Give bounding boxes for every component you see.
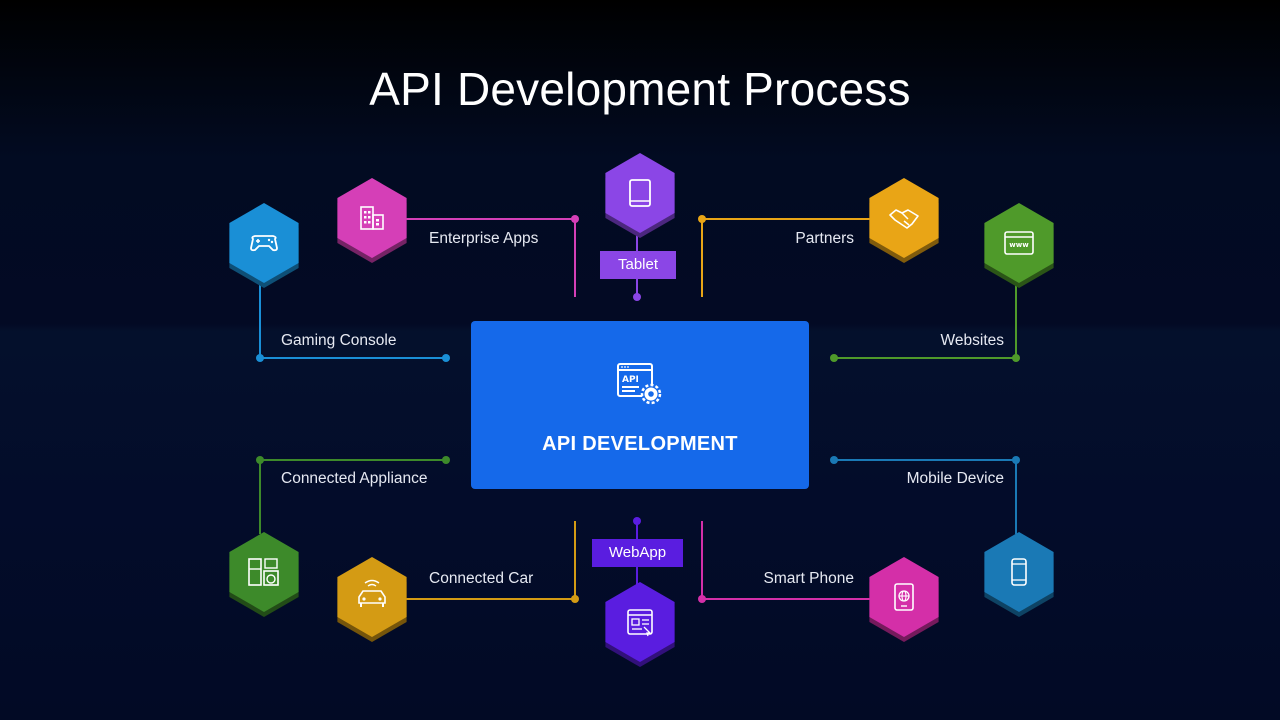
hex-node-smartphone: [869, 557, 939, 642]
handshake-icon: [889, 209, 919, 229]
hex-node-gaming: [229, 203, 299, 288]
label-partners: Partners: [795, 230, 854, 247]
connector-dot: [256, 456, 264, 464]
page-title: API Development Process: [369, 63, 911, 115]
connector-dot: [442, 456, 450, 464]
label-connected-appliance: Connected Appliance: [281, 470, 428, 487]
hex-node-websites: www: [984, 203, 1054, 288]
connectors: [256, 215, 1020, 603]
hex-shape: [605, 582, 675, 662]
browser-www-icon: www: [1004, 231, 1034, 255]
center-label: API DEVELOPMENT: [542, 433, 738, 455]
hex-shape: [984, 203, 1054, 283]
svg-text:API: API: [622, 375, 639, 385]
connector-dot: [571, 215, 579, 223]
hexagon-nodes: www: [229, 153, 1054, 667]
hex-node-partners: [869, 178, 939, 263]
hex-shape: [869, 557, 939, 637]
label-gaming-console: Gaming Console: [281, 332, 397, 349]
connector-dot: [633, 293, 641, 301]
connector-dot: [442, 354, 450, 362]
hex-node-webapp: [605, 582, 675, 667]
phone-globe-icon: [894, 583, 914, 611]
label-enterprise-apps: Enterprise Apps: [429, 230, 539, 247]
hex-shape: [229, 203, 299, 283]
tag-webapp: WebApp: [592, 539, 683, 567]
webapp-icon: [627, 609, 653, 637]
label-smart-phone: Smart Phone: [763, 570, 854, 587]
tablet-icon: [629, 179, 651, 207]
appliance-icon: [248, 558, 279, 586]
hex-node-mobile: [984, 532, 1054, 617]
connector-dot: [1012, 456, 1020, 464]
connector-dot: [830, 354, 838, 362]
connector-dot: [256, 354, 264, 362]
label-websites: Websites: [940, 332, 1004, 349]
connector-dot: [571, 595, 579, 603]
svg-text:www: www: [1009, 241, 1029, 249]
connector-dot: [830, 456, 838, 464]
hex-node-appliance: [229, 532, 299, 617]
api-settings-icon: API: [617, 363, 662, 405]
hex-node-tablet: [605, 153, 675, 238]
gamepad-icon: [250, 235, 278, 252]
hex-shape: [869, 178, 939, 258]
label-connected-car: Connected Car: [429, 570, 534, 587]
hex-node-enterprise: [337, 178, 407, 263]
tag-tablet: Tablet: [600, 251, 676, 279]
mobile-icon: [1011, 558, 1027, 586]
hex-shape: [605, 153, 675, 233]
hex-shape: [337, 557, 407, 637]
center-box: API API DEVELOPMENT: [471, 321, 809, 489]
label-mobile-device: Mobile Device: [906, 470, 1004, 487]
building-icon: [360, 206, 384, 230]
connector-dot: [633, 517, 641, 525]
hex-node-car: [337, 557, 407, 642]
connector-dot: [698, 215, 706, 223]
connector-dot: [1012, 354, 1020, 362]
hex-shape: [337, 178, 407, 258]
connector-dot: [698, 595, 706, 603]
car-icon: [358, 579, 386, 607]
hex-shape: [984, 532, 1054, 612]
